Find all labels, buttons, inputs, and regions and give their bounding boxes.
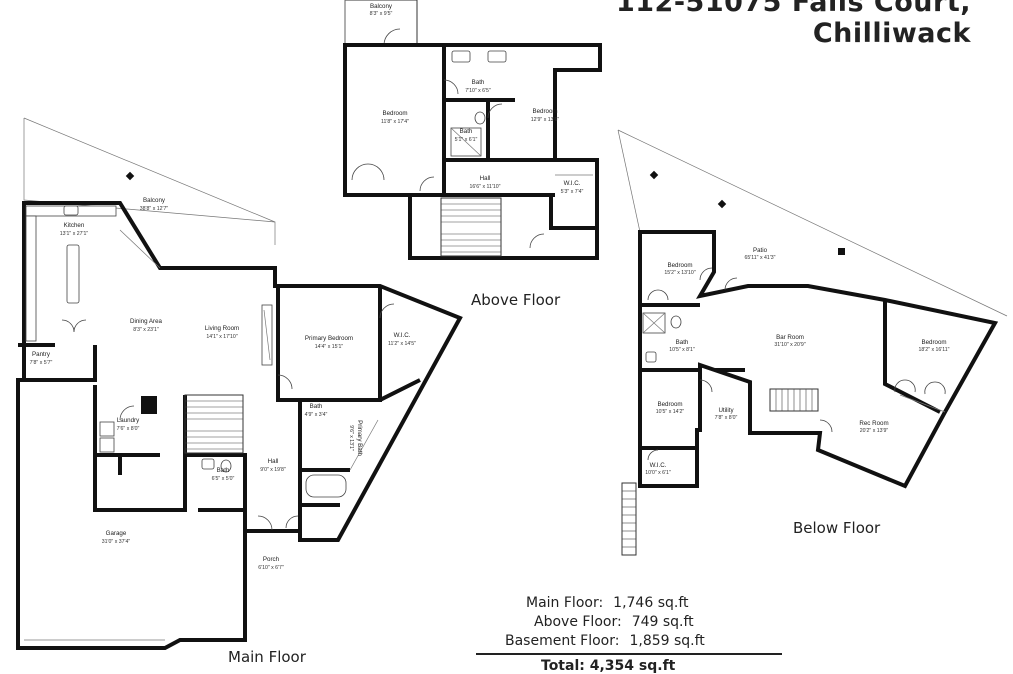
area-total-value: 4,354 sq.ft xyxy=(589,658,676,674)
below-exterior-wall xyxy=(638,230,999,489)
main-dining-dim: 8'3" x 23'1" xyxy=(133,327,159,333)
area-above-value: 749 sq.ft xyxy=(631,614,694,630)
main-pantry-dim: 7'8" x 5'7" xyxy=(30,360,53,366)
main-garage-name: Garage xyxy=(106,530,127,537)
area-main-label: Main Floor: xyxy=(526,595,604,611)
main-primary-bath-dim: 9'6" x 13'1" xyxy=(348,425,354,451)
above-wic-name: W.I.C. xyxy=(564,180,581,187)
main-kitchen-dim: 13'1" x 27'1" xyxy=(60,231,89,237)
above-balcony-name: Balcony xyxy=(370,3,393,10)
main-porch-dim: 6'10" x 6'7" xyxy=(258,565,284,571)
below-patio-name: Patio xyxy=(753,247,768,254)
area-basement-value: 1,859 sq.ft xyxy=(629,633,705,649)
main-floor-label: Main Floor xyxy=(228,648,306,666)
below-bedroom2-name: Bedroom xyxy=(921,339,946,346)
above-wic-dim: 5'3" x 7'4" xyxy=(561,189,584,195)
below-rec-name: Rec Room xyxy=(859,420,888,427)
area-row-above: Above Floor: 749 sq.ft xyxy=(534,614,694,630)
main-wic-dim: 11'2" x 14'5" xyxy=(388,341,416,347)
above-bath2-name: Bath xyxy=(460,128,473,135)
main-balcony-name: Balcony xyxy=(143,197,166,204)
main-primary-name: Primary Bedroom xyxy=(305,335,353,342)
below-rec-dim: 20'2" x 13'9" xyxy=(860,428,889,434)
area-basement-label: Basement Floor: xyxy=(505,633,620,649)
above-bedroom2-name: Bedroom xyxy=(532,108,557,115)
above-stairs xyxy=(440,197,502,257)
above-hall-name: Hall xyxy=(480,175,491,182)
area-divider xyxy=(476,653,782,655)
main-pantry-name: Pantry xyxy=(32,351,51,358)
area-row-total: Total: 4,354 sq.ft xyxy=(541,658,675,674)
above-bath1-name: Bath xyxy=(472,79,485,86)
above-bedroom1-dim: 11'8" x 17'4" xyxy=(381,119,409,125)
above-exterior-wall xyxy=(343,43,602,260)
above-floor-label: Above Floor xyxy=(471,291,561,309)
main-hall-name: Hall xyxy=(268,458,279,465)
area-above-label: Above Floor: xyxy=(534,614,622,630)
main-dining-name: Dining Area xyxy=(130,318,163,325)
main-floor-plan: Balcony 38'8" x 12'7" Kitchen 13'1" x 27… xyxy=(16,117,463,650)
above-interior-walls xyxy=(410,45,597,230)
main-living-dim: 14'1" x 17'10" xyxy=(206,334,237,340)
address-line-1: 112-51075 Falls Court, xyxy=(615,0,971,18)
above-bath2-dim: 5'1" x 6'1" xyxy=(455,137,478,143)
above-balcony-dim: 8'3" x 9'5" xyxy=(370,11,393,17)
main-kitchen-name: Kitchen xyxy=(64,222,85,229)
below-floor-plan: Bedroom 15'2" x 13'10" Patio 65'11" x 41… xyxy=(617,129,1008,556)
below-bath-dim: 10'5" x 8'1" xyxy=(669,347,695,353)
below-wic-dim: 10'0" x 6'1" xyxy=(645,470,671,476)
above-bath1-dim: 7'10" x 6'5" xyxy=(465,88,491,94)
main-porch-name: Porch xyxy=(263,556,280,563)
area-row-main: Main Floor: 1,746 sq.ft xyxy=(526,595,689,611)
main-wic-name: W.I.C. xyxy=(394,332,411,339)
address-line-2: Chilliwack xyxy=(812,18,971,49)
above-bedroom1-name: Bedroom xyxy=(382,110,407,117)
below-bedroom2-dim: 18'2" x 16'11" xyxy=(919,347,950,353)
main-exterior-wall xyxy=(16,201,463,650)
above-floor-plan: Balcony 8'3" x 9'5" Bath 7'10" x 6'5" Be… xyxy=(343,0,602,260)
below-bar-name: Bar Room xyxy=(776,334,804,341)
main-interior-walls xyxy=(18,286,421,540)
main-balcony-outline xyxy=(23,118,276,245)
below-bedroom1-dim: 15'2" x 13'10" xyxy=(664,270,695,276)
area-row-basement: Basement Floor: 1,859 sq.ft xyxy=(505,633,705,649)
main-bath-dim: 6'5" x 5'0" xyxy=(212,476,235,482)
main-bath-small-dim: 4'9" x 3'4" xyxy=(305,412,328,418)
main-garage-dim: 31'0" x 37'4" xyxy=(102,539,131,545)
main-balcony-dim: 38'8" x 12'7" xyxy=(140,206,169,212)
below-bedroom3-dim: 10'5" x 14'2" xyxy=(656,409,685,415)
main-primary-bath-name: Primary Bath xyxy=(356,420,363,456)
below-patio-dim: 65'11" x 41'3" xyxy=(745,255,776,261)
below-bar-dim: 31'10" x 20'9" xyxy=(774,342,805,348)
area-main-value: 1,746 sq.ft xyxy=(613,595,689,611)
below-floor-label: Below Floor xyxy=(793,519,881,537)
below-utility-dim: 7'8" x 8'0" xyxy=(715,415,738,421)
below-interior-walls xyxy=(640,300,941,450)
below-utility-name: Utility xyxy=(718,407,734,414)
main-bath-small-name: Bath xyxy=(310,403,323,410)
below-bedroom1-name: Bedroom xyxy=(667,262,692,269)
main-living-name: Living Room xyxy=(205,325,239,332)
main-primary-dim: 14'4" x 15'1" xyxy=(315,344,344,350)
above-bedroom2-dim: 12'9" x 13'6" xyxy=(531,117,560,123)
main-laundry-name: Laundry xyxy=(117,417,140,424)
below-bedroom3-name: Bedroom xyxy=(657,401,682,408)
below-bath-name: Bath xyxy=(676,339,689,346)
main-laundry-dim: 7'6" x 8'0" xyxy=(117,426,140,432)
below-wic-name: W.I.C. xyxy=(650,462,667,469)
above-hall-dim: 16'6" x 11'10" xyxy=(470,184,501,190)
main-bath-name: Bath xyxy=(217,467,230,474)
main-stairs xyxy=(184,394,244,454)
area-total-label: Total: xyxy=(541,658,585,674)
main-hall-dim: 9'0" x 19'8" xyxy=(260,467,286,473)
below-stairs xyxy=(769,388,819,412)
below-exterior-stair xyxy=(621,482,637,556)
below-patio-outline xyxy=(617,129,1008,317)
